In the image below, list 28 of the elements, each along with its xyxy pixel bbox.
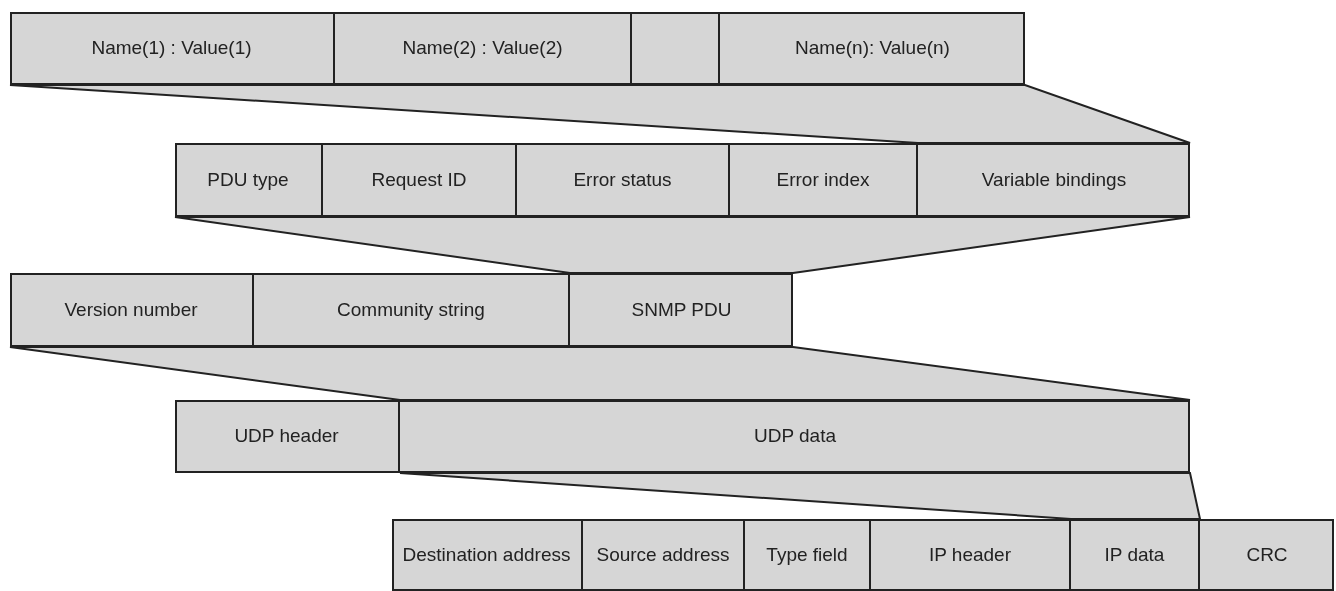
packet-field: UDP data (400, 402, 1190, 471)
packet-field: UDP header (175, 402, 400, 471)
packet-field: Type field (745, 521, 871, 589)
packet-row (392, 519, 1334, 591)
packet-field: Variable bindings (918, 145, 1190, 215)
packet-field: PDU type (175, 145, 323, 215)
packet-field: Name(1) : Value(1) (10, 14, 335, 83)
packet-field: Name(n): Value(n) (720, 14, 1025, 83)
expansion-funnel (9, 346, 1191, 401)
packet-field: Request ID (323, 145, 517, 215)
packet-row (175, 400, 1190, 473)
packet-field: Name(2) : Value(2) (335, 14, 632, 83)
expansion-funnel (399, 472, 1202, 520)
packet-field: Community string (254, 275, 570, 345)
packet-row (175, 143, 1190, 217)
packet-row (10, 273, 793, 347)
packet-row (10, 12, 1025, 85)
packet-field: Version number (10, 275, 254, 345)
expansion-funnel (174, 216, 1191, 274)
packet-field: SNMP PDU (570, 275, 793, 345)
packet-field: Destination address (392, 521, 583, 589)
packet-field: CRC (1200, 521, 1334, 589)
packet-field: IP data (1071, 521, 1200, 589)
packet-field: IP header (871, 521, 1071, 589)
expansion-funnel (9, 84, 1191, 144)
packet-field: Source address (583, 521, 745, 589)
packet-field: Error index (730, 145, 918, 215)
packet-field: Error status (517, 145, 730, 215)
